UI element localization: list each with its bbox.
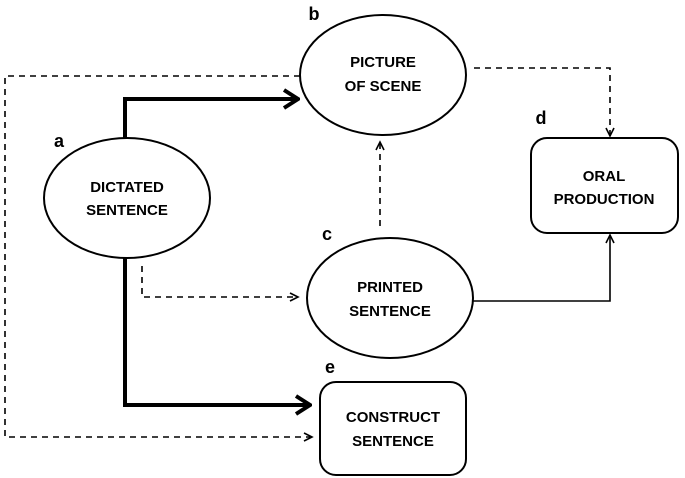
node-e-line-1: CONSTRUCT: [346, 409, 440, 426]
node-printed-sentence: PRINTED SENTENCE: [306, 237, 474, 359]
edge-a-to-b: [123, 99, 298, 138]
node-c-letter: c: [322, 224, 332, 244]
node-a-line-1: DICTATED: [90, 179, 164, 196]
node-oral-production: ORAL PRODUCTION: [530, 137, 679, 234]
node-b-line-1: PICTURE: [350, 54, 416, 71]
node-picture-of-scene: PICTURE OF SCENE: [299, 14, 467, 136]
node-dictated-sentence: DICTATED SENTENCE: [43, 137, 211, 259]
node-construct-sentence: CONSTRUCT SENTENCE: [319, 381, 467, 476]
edge-a-to-c: [141, 266, 300, 302]
node-d-line-2: PRODUCTION: [554, 191, 655, 208]
edge-a-to-e: [123, 258, 310, 405]
node-e-letter: e: [325, 357, 335, 377]
node-b-letter: b: [309, 4, 320, 24]
node-b-line-2: OF SCENE: [345, 78, 422, 95]
node-a-letter: a: [54, 131, 65, 151]
node-c-line-1: PRINTED: [357, 279, 423, 296]
node-a-line-2: SENTENCE: [86, 202, 168, 219]
node-e-line-2: SENTENCE: [352, 433, 434, 450]
node-d-line-1: ORAL: [583, 168, 626, 185]
edge-c-to-d: [472, 233, 615, 302]
edge-b-to-d: [474, 67, 615, 138]
edge-b-to-e: [4, 75, 314, 442]
node-c-line-2: SENTENCE: [349, 303, 431, 320]
node-d-letter: d: [536, 108, 547, 128]
